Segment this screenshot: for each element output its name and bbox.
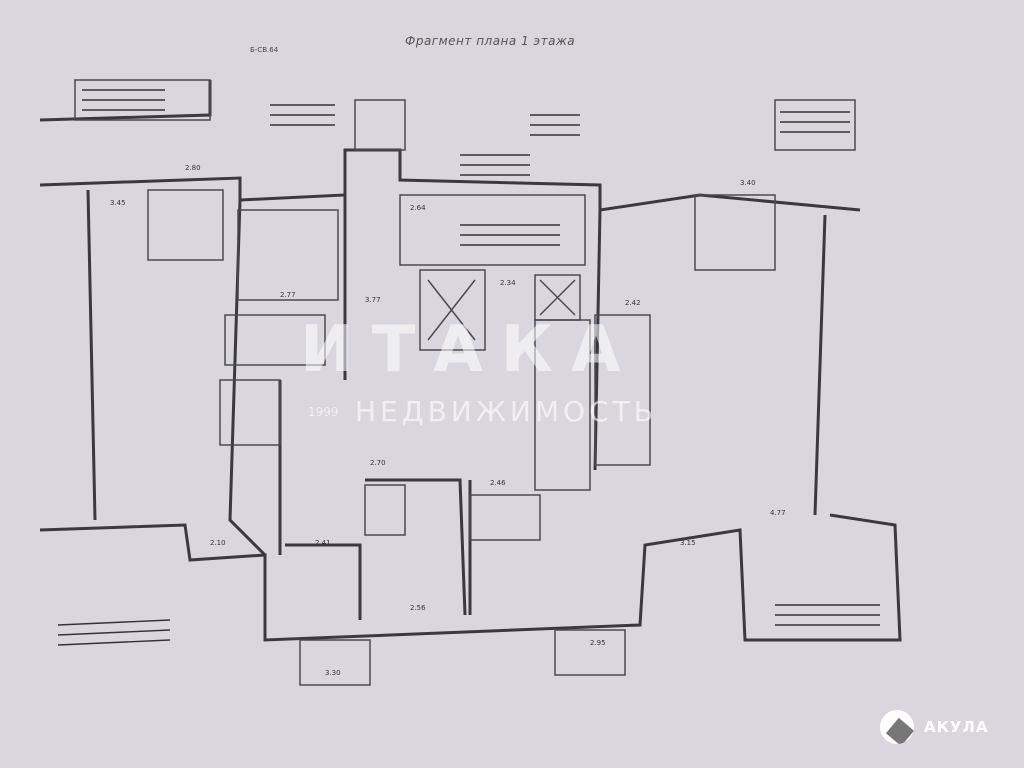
dim-label: 2.41 <box>315 539 331 547</box>
watermark-subtitle: НЕДВИЖИМОСТЬ <box>355 395 657 428</box>
room <box>354 99 406 151</box>
room <box>364 484 406 536</box>
porch <box>554 629 626 676</box>
sheet-code: Б-СВ.64 <box>250 46 279 54</box>
stair-hall <box>399 194 586 266</box>
dim-label: 3.30 <box>325 669 341 677</box>
dim-label: 2.70 <box>370 459 386 467</box>
elevator <box>419 269 486 351</box>
watermark-year: 1999 <box>308 405 339 419</box>
dimension-labels: 2.80 3.45 2.77 3.40 2.70 2.64 3.77 2.41 … <box>110 164 786 677</box>
dim-label: 3.15 <box>680 539 696 547</box>
elevator-cross <box>427 279 476 341</box>
room <box>224 314 326 366</box>
dim-label: 3.45 <box>110 199 126 207</box>
dim-label: 3.77 <box>365 296 381 304</box>
stairs-hatching <box>57 89 880 646</box>
dim-label: 2.46 <box>490 479 506 487</box>
porch <box>774 99 856 151</box>
exterior-wall-bottom <box>39 513 902 642</box>
dim-label: 2.64 <box>410 204 426 212</box>
plan-title: Фрагмент плана 1 этажа <box>405 34 576 48</box>
dim-label: 2.10 <box>210 539 226 547</box>
room <box>469 494 541 541</box>
porch <box>74 79 211 121</box>
akula-logo: АКУЛА <box>880 710 989 744</box>
shark-icon <box>880 710 914 744</box>
room <box>147 189 224 261</box>
watermark-brand: ИТАКА <box>300 313 639 387</box>
interior-wall <box>86 189 827 620</box>
dim-label: 2.42 <box>625 299 641 307</box>
dim-label: 4.77 <box>770 509 786 517</box>
room <box>534 319 591 491</box>
dim-label: 2.77 <box>280 291 296 299</box>
room <box>594 314 651 466</box>
logo-text: АКУЛА <box>924 718 989 736</box>
dim-label: 2.34 <box>500 279 516 287</box>
dim-label: 3.40 <box>740 179 756 187</box>
room <box>237 209 339 301</box>
room <box>219 379 281 446</box>
dim-label: 2.95 <box>590 639 606 647</box>
dim-label: 2.56 <box>410 604 426 612</box>
room <box>694 194 776 271</box>
elevator-cross <box>539 279 576 316</box>
dim-label: 2.80 <box>185 164 201 172</box>
porch <box>299 639 371 686</box>
